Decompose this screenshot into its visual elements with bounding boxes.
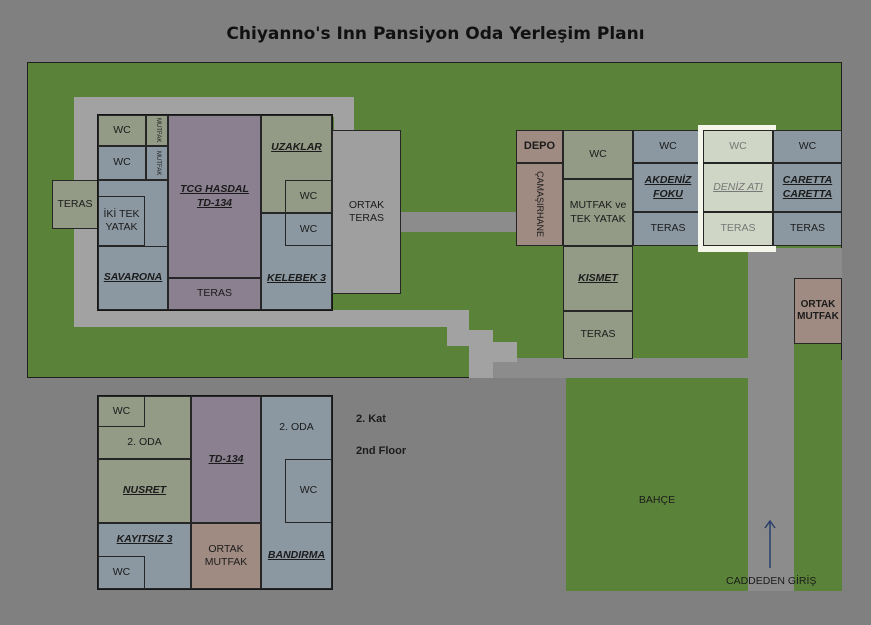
ortak-mutfak-ground: ORTAK MUTFAK [794, 278, 842, 344]
ortak-mutfak-2f: ORTAK MUTFAK [191, 523, 261, 589]
mutfak-tek-yatak-room: MUTFAK ve TEK YATAK [563, 179, 633, 246]
room-tcg-hasdal[interactable]: TCG HASDAL TD-134 [168, 115, 261, 278]
wc-mutfak-room: WC [563, 130, 633, 179]
room-td-134[interactable]: TD-134 [191, 396, 261, 523]
wc-deniz-ati: WC [703, 130, 773, 163]
garden-strip-right [794, 360, 842, 591]
mutfak-room-2: MUTFAK [146, 146, 168, 180]
walkway-top [74, 97, 354, 117]
room-bandirma[interactable]: BANDIRMA [267, 549, 326, 561]
teras-caretta: TERAS [773, 212, 842, 246]
room-nusret[interactable]: NUSRET [98, 459, 191, 523]
oda-2-left-label: 2. ODA [127, 436, 162, 448]
entrance-road [748, 248, 794, 591]
iki-tek-yatak-inner: İKİ TEK YATAK [98, 196, 145, 246]
walkway-step-3 [493, 342, 517, 362]
floor-note-tr: 2. Kat [356, 413, 386, 425]
wc-2f-1-box: WC [98, 396, 145, 427]
walkway-bottom [74, 310, 469, 327]
ortak-teras: ORTAK TERAS [332, 130, 401, 294]
connector-road [385, 212, 530, 232]
wc-room-3: WC [285, 180, 332, 213]
teras-hasdal: TERAS [168, 278, 261, 310]
room-deniz-ati[interactable]: DENİZ ATI [703, 163, 773, 212]
floor-note-en: 2nd Floor [356, 445, 407, 457]
teras-left: TERAS [52, 180, 98, 229]
wc-room-1: WC [98, 115, 146, 146]
bottom-road [492, 358, 794, 378]
walkway-step-2 [469, 330, 493, 378]
wc-caretta: WC [773, 130, 842, 163]
entrance-label: CADDEDEN GİRİŞ [726, 575, 817, 587]
walkway-right [334, 97, 354, 132]
oda-2-right-label: 2. ODA [279, 421, 314, 433]
teras-deniz-ati: TERAS [703, 212, 773, 246]
wc-akdeniz: WC [633, 130, 703, 163]
room-savarona[interactable]: SAVARONA [98, 246, 168, 310]
teras-kismet: TERAS [563, 311, 633, 359]
camasirhane-room: ÇAMAŞIRHANE [516, 163, 563, 246]
garden-label: BAHÇE [638, 494, 676, 506]
garden-bahce [566, 376, 748, 591]
room-caretta-caretta[interactable]: CARETTA CARETTA [773, 163, 842, 212]
wc-2f-3: WC [285, 459, 332, 523]
room-kayitsiz-3-label[interactable]: KAYITSIZ 3 [116, 533, 173, 545]
wc-2f-2: WC [98, 556, 145, 589]
wc-room-2: WC [98, 146, 146, 180]
walkway-step-1 [447, 310, 469, 346]
depo-room: DEPO [516, 130, 563, 163]
wc-room-4: WC [285, 213, 332, 246]
room-akdeniz-foku[interactable]: AKDENİZ FOKU [633, 163, 703, 212]
room-kismet[interactable]: KISMET [563, 246, 633, 311]
teras-akdeniz: TERAS [633, 212, 703, 246]
mutfak-room-1: MUTFAK [146, 115, 168, 146]
east-road [748, 248, 842, 278]
plan-title: Chiyanno's Inn Pansiyon Oda Yerleşim Pla… [226, 24, 645, 44]
entrance-arrow-icon [764, 519, 776, 568]
